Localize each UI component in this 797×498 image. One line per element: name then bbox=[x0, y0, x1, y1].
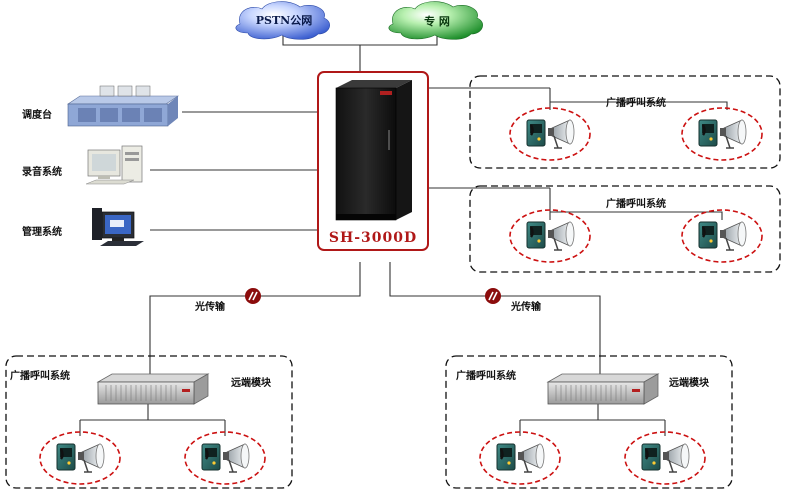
recording-system-label: 录音系统 bbox=[22, 165, 62, 178]
broadcast-system-label: 广播呼叫系统 bbox=[606, 96, 666, 109]
broadcast-system-label: 广播呼叫系统 bbox=[456, 369, 516, 382]
private-network-cloud-label: 专 网 bbox=[424, 14, 450, 28]
broadcast-endpoint-group bbox=[185, 432, 265, 484]
management-system: 管理系统 bbox=[22, 208, 144, 246]
remote-area-left: 广播呼叫系统 远端模块 bbox=[5, 355, 293, 489]
server-model-label: SH-3000D bbox=[329, 230, 417, 246]
sh3000d-server: SH-3000D bbox=[317, 71, 429, 251]
private-network-cloud: 专 网 bbox=[388, 1, 483, 40]
management-system-label: 管理系统 bbox=[22, 225, 62, 238]
fiber-link-right: 光传输 bbox=[484, 287, 542, 313]
remote-module-label: 远端模块 bbox=[669, 376, 710, 389]
fiber-link-label: 光传输 bbox=[510, 300, 542, 313]
remote-module-rack-icon bbox=[97, 373, 209, 405]
recording-system: 录音系统 bbox=[22, 145, 143, 185]
desktop-computer-icon bbox=[85, 145, 143, 185]
fiber-break-icon bbox=[244, 287, 262, 305]
remote-module-rack-icon bbox=[547, 373, 659, 405]
dispatch-console-icon bbox=[67, 85, 179, 127]
fiber-break-icon bbox=[484, 287, 502, 305]
dell-computer-icon bbox=[92, 208, 144, 246]
pstn-cloud: PSTN公网 bbox=[235, 1, 330, 40]
broadcast-endpoint-group bbox=[682, 108, 762, 160]
broadcast-endpoint-group bbox=[625, 432, 705, 484]
remote-module-label: 远端模块 bbox=[231, 376, 272, 389]
broadcast-system-label: 广播呼叫系统 bbox=[606, 197, 666, 210]
broadcast-endpoint-group bbox=[510, 108, 590, 160]
fiber-link-label: 光传输 bbox=[194, 300, 226, 313]
broadcast-area-upper-2: 广播呼叫系统 bbox=[469, 185, 781, 273]
server-cabinet-icon bbox=[335, 80, 412, 221]
broadcast-endpoint-group bbox=[480, 432, 560, 484]
dispatch-console: 调度台 bbox=[22, 85, 179, 127]
fiber-link-left: 光传输 bbox=[194, 287, 262, 313]
broadcast-system-label: 广播呼叫系统 bbox=[10, 369, 70, 382]
broadcast-endpoint-group bbox=[40, 432, 120, 484]
dispatch-console-label: 调度台 bbox=[22, 108, 52, 121]
pstn-cloud-label: PSTN公网 bbox=[256, 14, 312, 27]
remote-area-right: 广播呼叫系统 远端模块 bbox=[445, 355, 733, 489]
broadcast-area-upper-1: 广播呼叫系统 bbox=[469, 75, 781, 169]
